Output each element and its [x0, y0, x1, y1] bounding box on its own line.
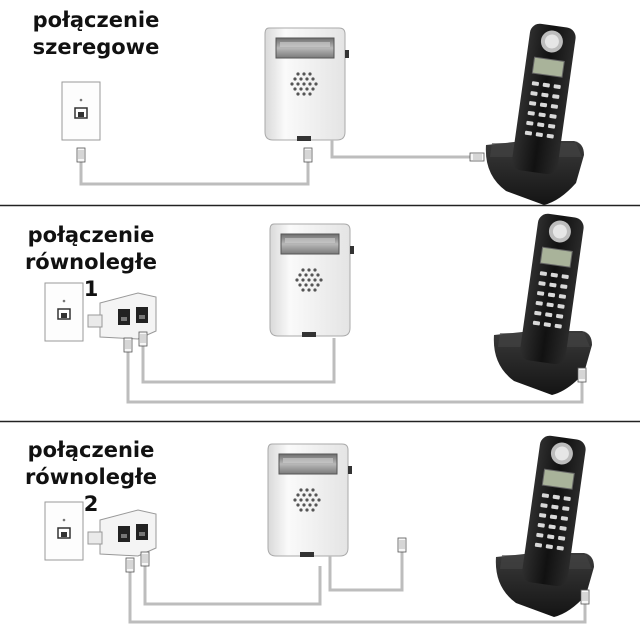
- rj11-plug-icon: [577, 367, 587, 383]
- cable-splitter-to-device: [141, 338, 336, 384]
- panel-3-title: połączenie równoległe 2: [24, 438, 158, 516]
- cable-socket-to-device: [79, 160, 310, 186]
- rj11-plug-icon: [123, 337, 133, 353]
- caller-id-device-icon: [264, 27, 350, 142]
- cable-splitter-to-phone: [128, 566, 587, 624]
- caller-id-device-icon: [267, 443, 353, 558]
- cable-device-to-phone: [330, 140, 476, 159]
- panel-2-title: połączenie równoległe 1: [24, 223, 158, 301]
- caller-id-device-icon: [269, 223, 355, 338]
- panel-1-title: połączenie szeregowe: [32, 8, 160, 59]
- cordless-phone-icon: [493, 211, 593, 396]
- rj11-plug-icon: [138, 331, 148, 347]
- rj11-plug-icon: [397, 537, 407, 553]
- panel-parallel-2: [44, 433, 595, 624]
- wall-socket-icon: [61, 81, 101, 141]
- panel-serial: [61, 21, 585, 206]
- rj11-plug-icon: [140, 551, 150, 567]
- cable-device-loose: [328, 548, 404, 592]
- rj11-plug-icon: [469, 152, 485, 162]
- rj11-plug-icon: [580, 589, 590, 605]
- panel-parallel-1: [44, 211, 593, 404]
- rj11-plug-icon: [303, 147, 313, 163]
- rj11-plug-icon: [125, 557, 135, 573]
- cordless-phone-icon: [495, 433, 595, 618]
- rj11-splitter-icon: [87, 509, 157, 557]
- cable-splitter-to-device: [143, 562, 322, 606]
- wall-socket-icon: [44, 282, 84, 342]
- cable-splitter-to-phone: [126, 344, 584, 404]
- wall-socket-icon: [44, 501, 84, 561]
- cordless-phone-icon: [485, 21, 585, 206]
- rj11-plug-icon: [76, 147, 86, 163]
